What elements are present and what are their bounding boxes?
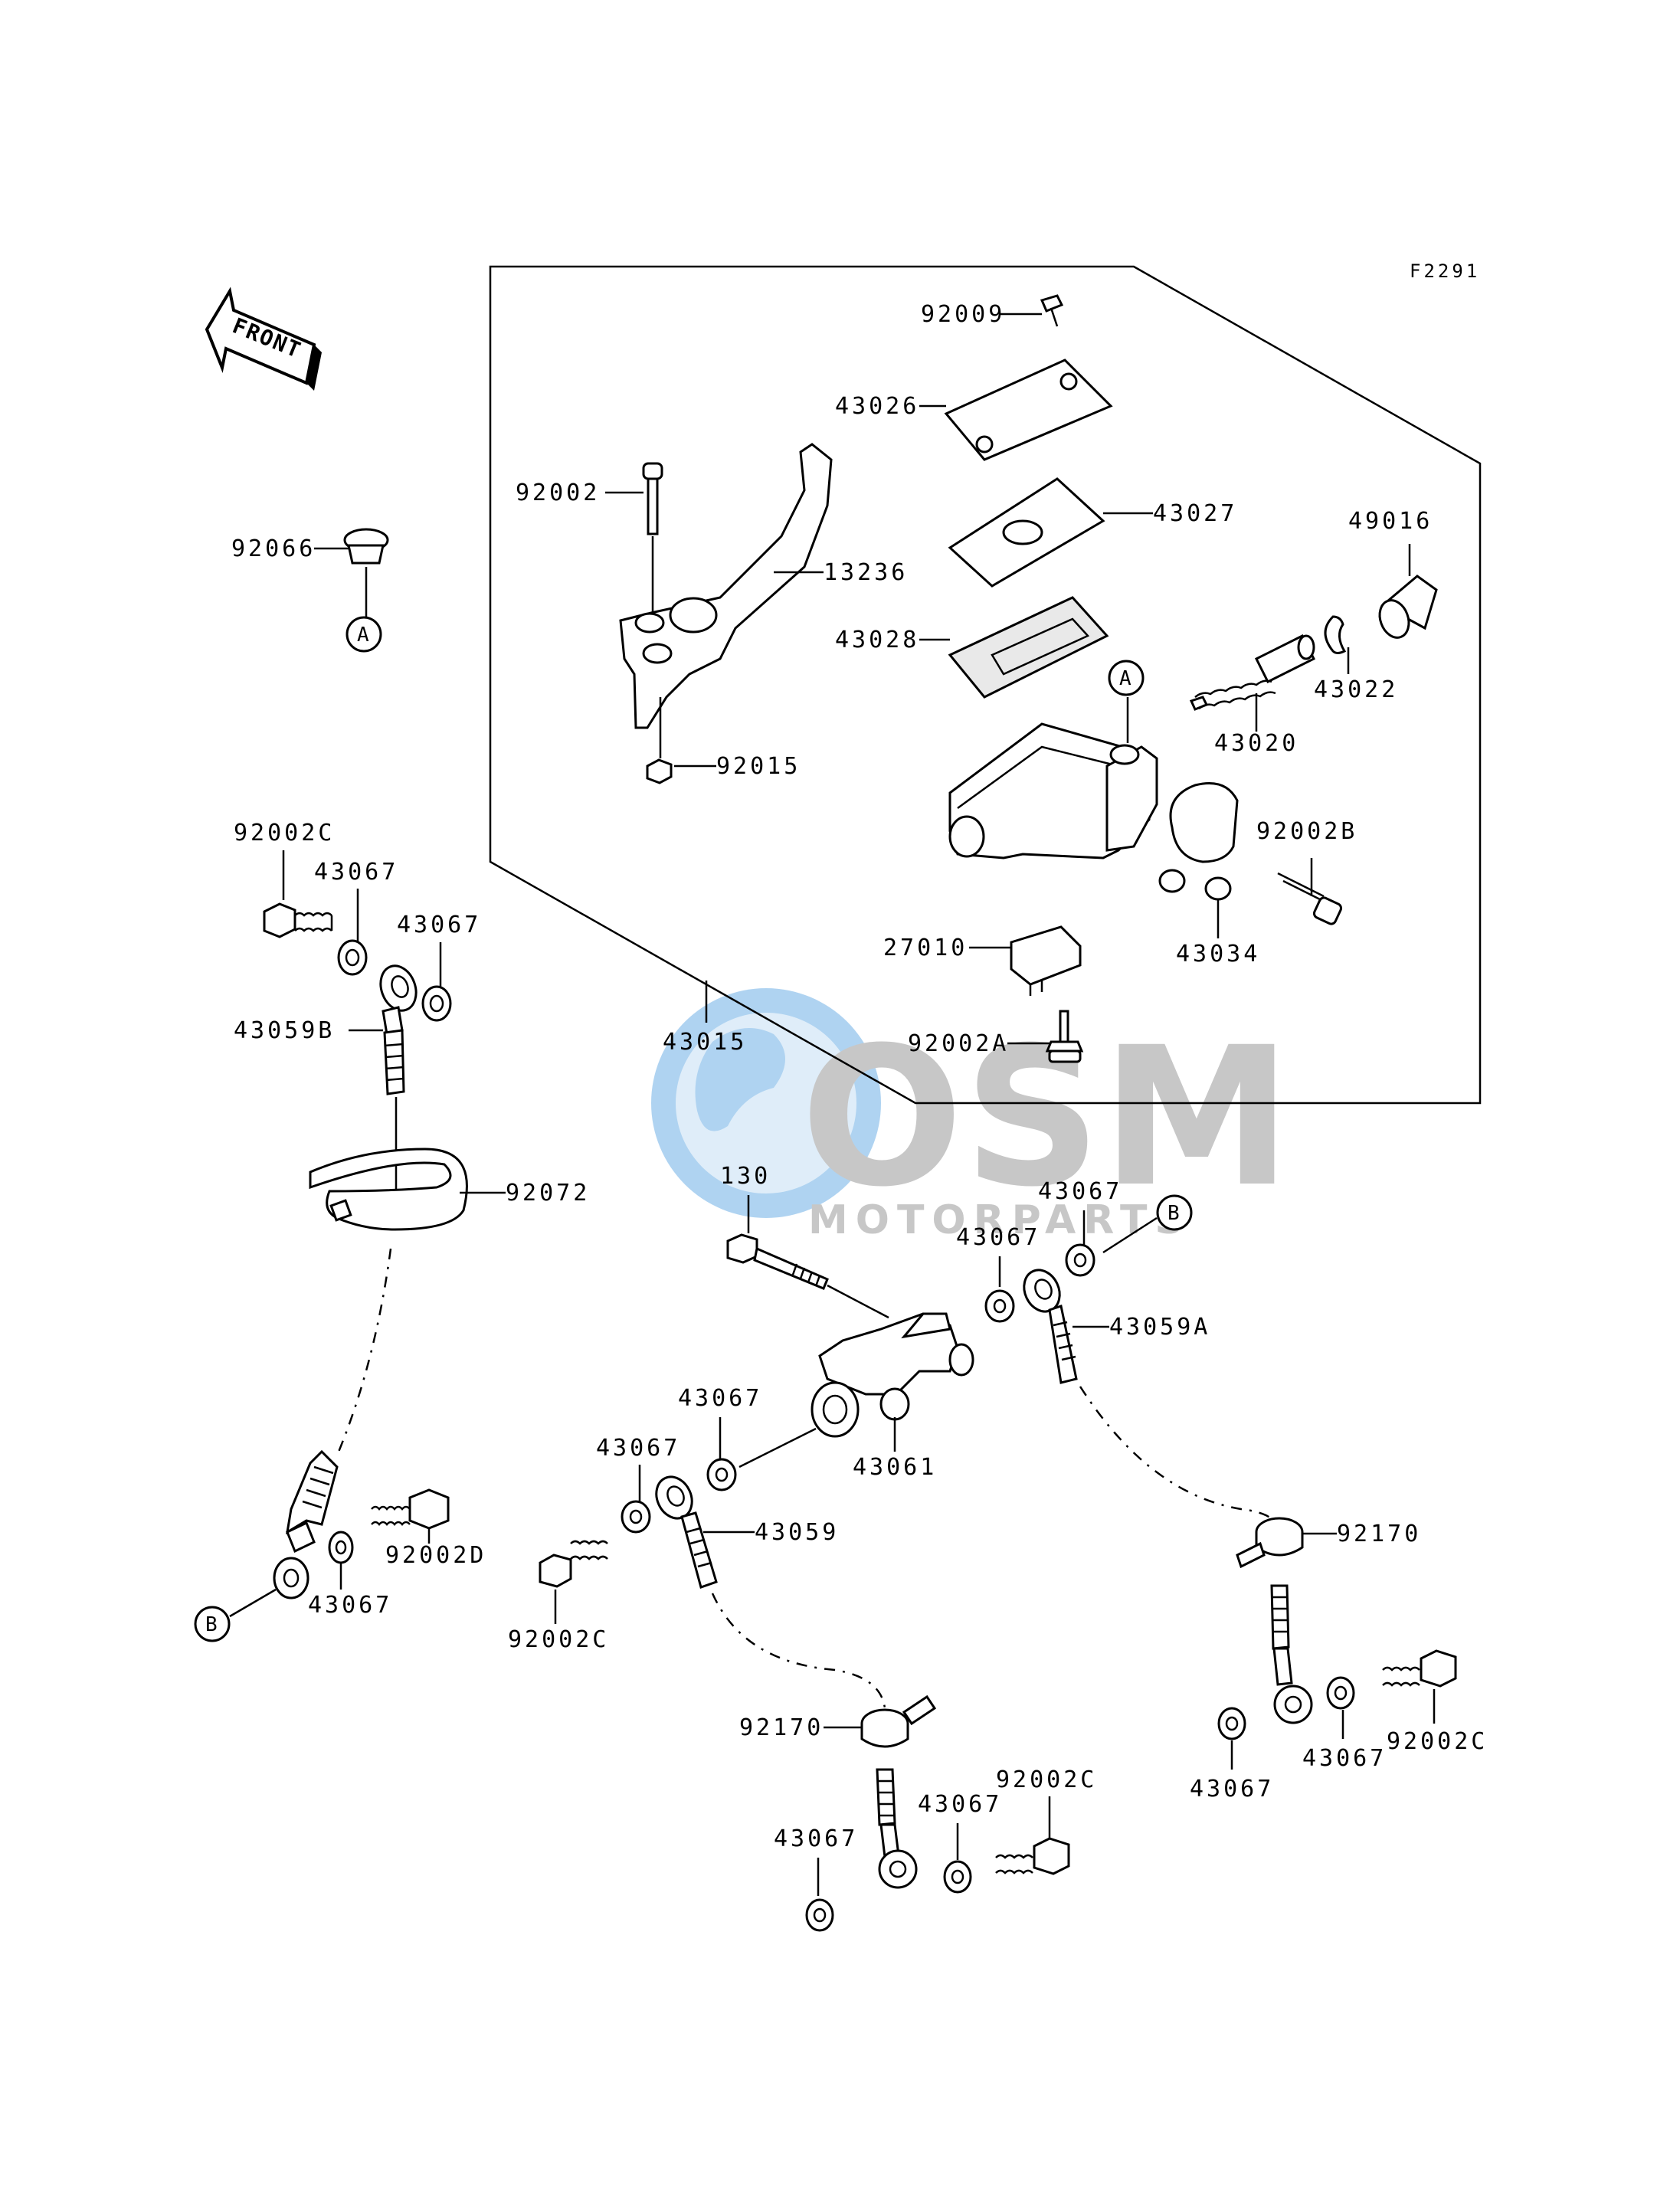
washer-icon xyxy=(337,939,368,976)
screw-a-icon xyxy=(1045,1010,1084,1063)
hose-fitting-icon xyxy=(655,1475,718,1589)
master-cylinder-body-icon xyxy=(948,722,1158,859)
washer-icon xyxy=(621,1500,651,1534)
callout-92009: 92009 xyxy=(921,301,1005,328)
callout-43067-e: 43067 xyxy=(678,1385,762,1412)
svg-text:A: A xyxy=(1119,667,1131,690)
ref-marker-a-body xyxy=(1108,660,1145,696)
reservoir-cover-icon xyxy=(944,359,1113,461)
callout-43067-c: 43067 xyxy=(1038,1178,1122,1205)
front-arrow-icon: FRONT xyxy=(205,286,322,391)
callout-92170-left: 92170 xyxy=(739,1714,824,1741)
svg-text:B: B xyxy=(205,1613,218,1636)
washer-icon xyxy=(706,1458,737,1491)
callout-13236: 13236 xyxy=(824,559,908,586)
callout-43026: 43026 xyxy=(835,393,919,420)
figure-code: F2291 xyxy=(1410,260,1480,282)
callout-92002d: 92002D xyxy=(385,1542,486,1569)
callout-43059b: 43059B xyxy=(234,1017,335,1044)
ref-marker-a-left xyxy=(345,616,382,653)
washer-icon xyxy=(805,1898,834,1932)
washer-icon xyxy=(1326,1676,1355,1710)
callout-43061: 43061 xyxy=(853,1454,937,1481)
callout-92015: 92015 xyxy=(716,753,801,780)
callout-43067-h: 43067 xyxy=(1302,1745,1387,1772)
callout-43034: 43034 xyxy=(1176,941,1260,968)
callout-43067-b: 43067 xyxy=(397,912,481,938)
callout-43067-f: 43067 xyxy=(596,1435,680,1462)
callout-92170-right: 92170 xyxy=(1337,1521,1421,1547)
callout-92072: 92072 xyxy=(506,1180,590,1207)
piston-assembly-icon xyxy=(1189,634,1316,711)
banjo-bolt-icon xyxy=(539,1540,608,1588)
brake-switch-icon xyxy=(1010,925,1082,996)
callout-92002c-mid: 92002C xyxy=(508,1626,609,1653)
hose-clamp-icon xyxy=(1236,1517,1304,1569)
dust-boot-icon xyxy=(1378,575,1438,639)
holder-clamp-icon xyxy=(1158,782,1239,901)
banjo-bolt-icon xyxy=(263,902,333,938)
callout-43020: 43020 xyxy=(1214,730,1298,757)
diaphragm-icon xyxy=(948,596,1109,699)
washer-icon xyxy=(943,1860,972,1894)
hose-end-icon xyxy=(273,1449,339,1599)
callout-92002c-bot: 92002C xyxy=(996,1766,1097,1793)
ref-marker-b-right xyxy=(1156,1194,1193,1231)
callout-43067-i: 43067 xyxy=(308,1592,392,1619)
callout-130: 130 xyxy=(720,1163,771,1190)
hose-end-icon xyxy=(1270,1584,1313,1724)
banjo-bolt-icon xyxy=(995,1837,1070,1875)
watermark: OSM MOTORPARTS xyxy=(651,988,1292,1243)
callout-43022: 43022 xyxy=(1314,676,1398,703)
callout-49016: 49016 xyxy=(1348,508,1433,535)
ref-marker-b-left xyxy=(194,1606,231,1642)
callout-43067-g: 43067 xyxy=(1190,1776,1274,1802)
callout-43067-k: 43067 xyxy=(774,1825,858,1852)
union-bolt-icon xyxy=(726,1233,829,1290)
hose-fitting-icon xyxy=(379,964,418,1095)
washer-icon xyxy=(1217,1707,1246,1740)
callout-43027: 43027 xyxy=(1153,500,1237,527)
brake-hose-joint-icon xyxy=(811,1312,974,1438)
callout-92002a: 92002A xyxy=(908,1030,1009,1057)
screw-part-icon xyxy=(1040,294,1064,327)
bolt-d-icon xyxy=(371,1488,450,1530)
svg-text:A: A xyxy=(357,624,369,647)
washer-icon xyxy=(984,1289,1015,1323)
callout-92066: 92066 xyxy=(231,535,316,562)
nut-icon xyxy=(646,758,673,784)
callout-43067-j: 43067 xyxy=(918,1791,1002,1818)
callout-92002c-right: 92002C xyxy=(1387,1728,1488,1755)
callout-92002: 92002 xyxy=(516,480,600,506)
hose-end-icon xyxy=(876,1768,918,1889)
callout-27010: 27010 xyxy=(883,935,968,961)
callout-43067-d: 43067 xyxy=(956,1224,1040,1251)
watermark-subtitle: MOTORPARTS xyxy=(808,1197,1191,1243)
callout-43059: 43059 xyxy=(755,1519,839,1546)
washer-icon xyxy=(1065,1243,1095,1277)
bolt-icon xyxy=(1277,872,1343,925)
pivot-bolt-icon xyxy=(642,462,663,535)
callout-43028: 43028 xyxy=(835,627,919,653)
washer-icon xyxy=(328,1531,354,1564)
svg-text:B: B xyxy=(1167,1202,1180,1225)
callout-43067-a: 43067 xyxy=(314,859,398,886)
callout-92002b: 92002B xyxy=(1256,818,1357,845)
callout-43059a: 43059A xyxy=(1109,1314,1210,1341)
callout-43015: 43015 xyxy=(663,1029,747,1056)
banjo-bolt-icon xyxy=(1382,1649,1457,1688)
hose-fitting-icon xyxy=(1023,1269,1078,1384)
cable-tie-icon xyxy=(309,1148,468,1231)
watermark-globe-icon xyxy=(651,988,881,1218)
cap-icon xyxy=(343,528,389,565)
brake-lever-icon xyxy=(619,443,833,729)
hose-clamp-icon xyxy=(860,1694,937,1748)
callout-92002c-top: 92002C xyxy=(234,820,335,846)
circlip-icon xyxy=(1324,615,1347,654)
washer-icon xyxy=(421,985,452,1022)
assembly-outline xyxy=(489,265,1482,1105)
